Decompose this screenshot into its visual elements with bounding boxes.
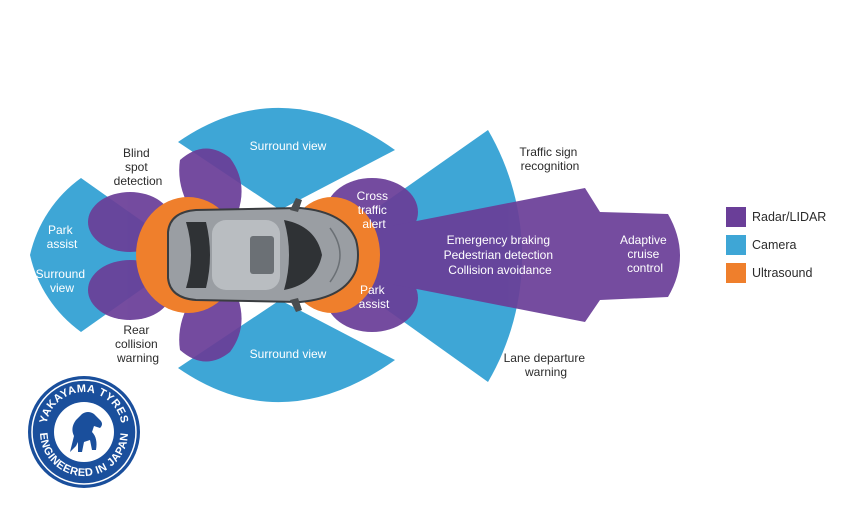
legend: Radar/LIDAR Camera Ultrasound <box>726 207 826 283</box>
label-lane-departure: Lane departure warning <box>504 351 589 379</box>
camera-zone-top <box>178 107 395 210</box>
label-surround-left: Surround view <box>36 267 89 295</box>
label-surround-bottom: Surround view <box>250 347 327 361</box>
radar-zone-mirror-bottom <box>179 298 242 362</box>
car-sunroof <box>250 236 274 274</box>
label-park-assist-left: Park assist <box>47 223 78 251</box>
label-cross-traffic: Cross traffic alert <box>357 189 392 231</box>
legend-swatch-ultrasound <box>726 263 746 283</box>
car-windshield <box>284 220 322 290</box>
label-rear-collision: Rear collision warning <box>115 323 161 365</box>
camera-zone-rear <box>30 178 190 332</box>
legend-swatch-camera <box>726 235 746 255</box>
car-mirror-top <box>290 198 302 212</box>
legend-label-ultrasound: Ultrasound <box>752 266 812 280</box>
car-mirror-bottom <box>290 298 302 312</box>
car-top-view <box>167 198 359 312</box>
radar-zone-long-range <box>345 188 680 322</box>
brand-logo: YAKAYAMA TYRES ENGINEERED IN JAPAN <box>28 376 140 488</box>
car-hood-line <box>329 227 341 283</box>
legend-label-camera: Camera <box>752 238 797 252</box>
radar-zone-mirror-top <box>179 148 242 212</box>
label-emergency: Emergency braking Pedestrian detection C… <box>444 233 557 277</box>
label-blind-spot: Blind spot detection <box>114 146 163 188</box>
label-surround-top: Surround view <box>250 139 327 153</box>
car-rear-window <box>186 222 210 288</box>
logo-inner-ring <box>31 379 137 485</box>
diagram-labels: Blind spot detection Surround view Surro… <box>36 139 670 379</box>
horse-icon <box>70 412 102 452</box>
camera-zone-bottom <box>178 300 395 403</box>
legend-swatch-radar <box>726 207 746 227</box>
legend-label-radar: Radar/LIDAR <box>752 210 826 224</box>
label-traffic-sign: Traffic sign recognition <box>519 145 580 173</box>
label-adaptive: Adaptive cruise control <box>620 233 670 275</box>
label-park-assist-right: Park assist <box>359 283 390 311</box>
